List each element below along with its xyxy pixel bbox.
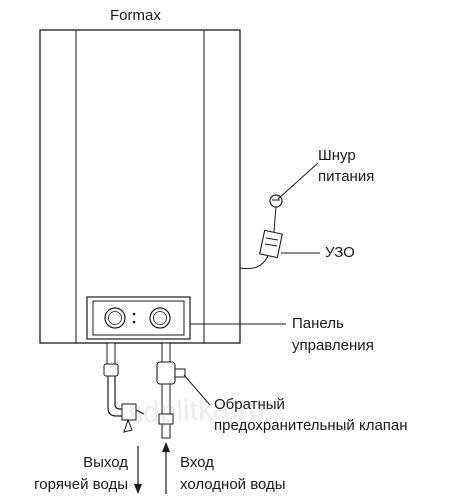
hot-water-label-line1: Выход [83, 454, 128, 471]
hot-water-pipe [103, 342, 145, 433]
valve-label-line1: Обратный [214, 396, 285, 413]
hot-water-label-line2: горячей воды [34, 476, 128, 493]
panel-label-line1: Панель [292, 315, 344, 332]
indicator-light [132, 312, 136, 316]
cord-leader [277, 162, 319, 200]
rcd-label: УЗО [325, 244, 355, 261]
diagram-title: Formax [110, 7, 161, 24]
cord-label-line1: Шнур [318, 147, 356, 164]
heater-body [39, 29, 241, 344]
hot-water-arrow [134, 446, 142, 494]
safety-valve [156, 361, 176, 385]
cold-water-arrow [162, 442, 170, 494]
cord-label-line2: питания [318, 168, 375, 185]
valve-leader [183, 374, 211, 406]
control-panel [86, 296, 191, 340]
panel-label-line2: управления [292, 337, 374, 354]
valve-label-line2: предохранительный клапан [214, 417, 408, 434]
cold-water-label-line2: холодной воды [180, 476, 286, 493]
cold-water-label-line1: Вход [180, 454, 214, 471]
rcd-unit [259, 229, 283, 259]
power-cord [239, 194, 283, 270]
cold-water-pipe [156, 342, 186, 439]
